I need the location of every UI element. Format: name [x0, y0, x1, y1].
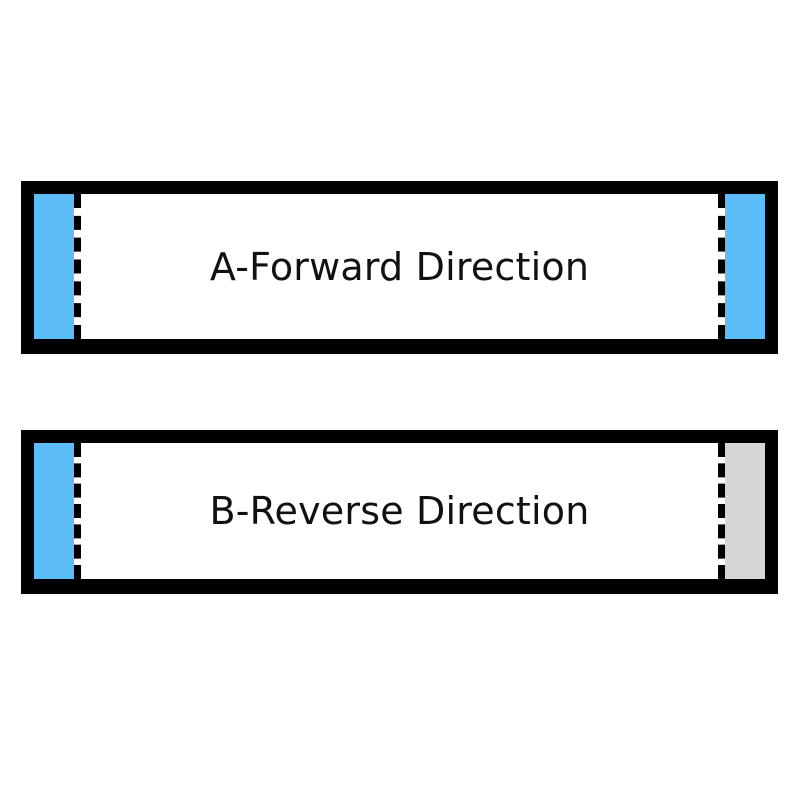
- panel-b-label: B-Reverse Direction: [209, 489, 590, 533]
- right-boundary-dashed-line-b: [718, 443, 725, 579]
- channel-interior-a: A-Forward Direction: [34, 194, 765, 339]
- channel-panel-a: A-Forward Direction: [21, 181, 778, 354]
- panel-a-label: A-Forward Direction: [209, 244, 590, 289]
- right-end-block-b: [725, 443, 765, 579]
- left-end-block-b: [34, 443, 74, 579]
- left-boundary-dashed-line-a: [74, 194, 81, 339]
- left-end-block-a: [34, 194, 74, 339]
- channel-panel-b: B-Reverse Direction: [21, 430, 778, 594]
- channel-interior-b: B-Reverse Direction: [34, 443, 765, 579]
- left-boundary-dashed-line-b: [74, 443, 81, 579]
- right-end-block-a: [725, 194, 765, 339]
- right-boundary-dashed-line-a: [718, 194, 725, 339]
